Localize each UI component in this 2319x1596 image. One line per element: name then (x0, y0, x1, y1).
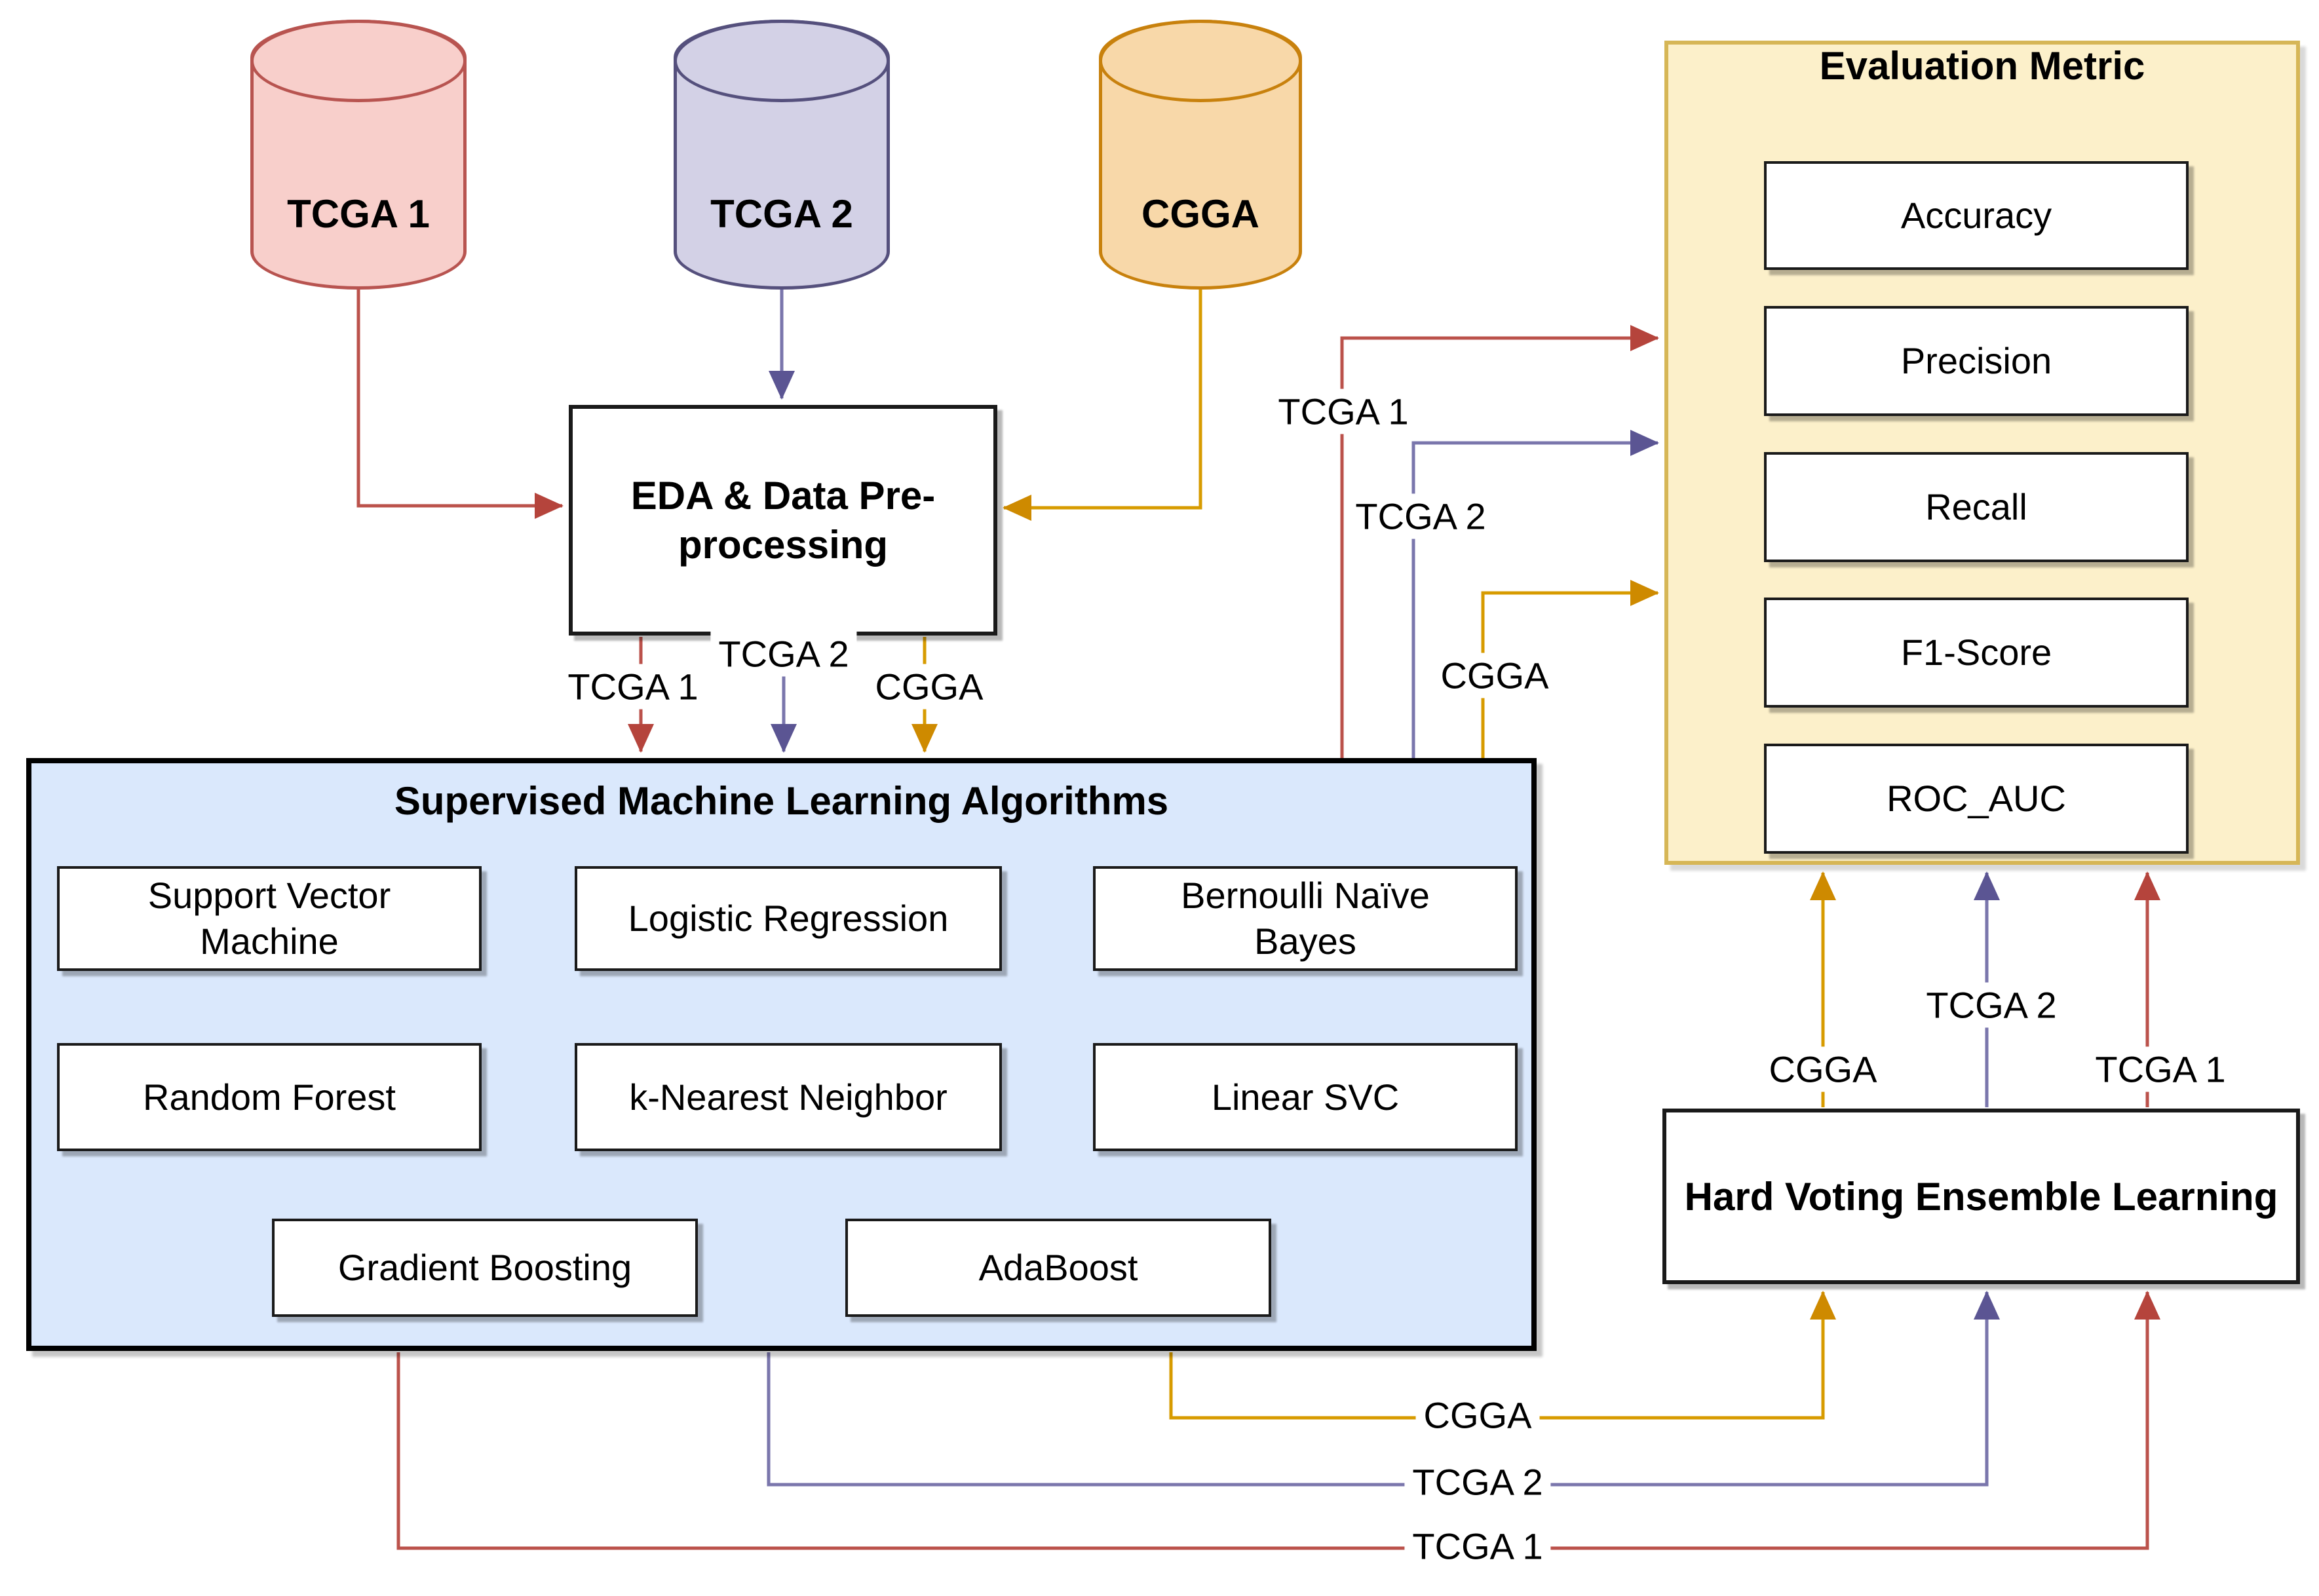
cylinder-top-ellipse-icon (250, 20, 467, 102)
algorithm-label: k-Nearest Neighbor (629, 1076, 948, 1118)
edge-cgga-to-eda (1003, 290, 1202, 521)
edge-label-smla-eval-tcga1: TCGA 1 (1270, 389, 1417, 434)
edge-label-smla-ensemble-cgga: CGGA (1415, 1392, 1540, 1438)
database-label-cgga: CGGA (1141, 192, 1259, 236)
supervised-ml-panel-title: Supervised Machine Learning Algorithms (394, 779, 1169, 823)
algorithm-box-gradient-boosting: Gradient Boosting (272, 1219, 698, 1317)
edge-smla-to-ensemble-tcga1 (396, 1291, 2160, 1550)
algorithm-label: AdaBoost (978, 1247, 1138, 1288)
algorithm-label: Gradient Boosting (337, 1247, 632, 1288)
metric-box-f1-score: F1-Score (1764, 598, 2189, 708)
algorithm-box-linear-svc: Linear SVC (1093, 1043, 1518, 1151)
algorithm-label: Random Forest (143, 1076, 396, 1118)
database-cgga: CGGA (1099, 20, 1302, 290)
metric-label: Accuracy (1900, 195, 2052, 236)
edge-label-eda-smla-tcga2: TCGA 2 (710, 631, 857, 677)
metric-box-accuracy: Accuracy (1764, 161, 2189, 270)
edge-label-ensemble-eval-tcga2: TCGA 2 (1918, 982, 2065, 1028)
database-tcga2: TCGA 2 (674, 20, 890, 290)
edge-smla-to-eval-tcga2 (1411, 430, 1659, 758)
edge-label-smla-ensemble-tcga2: TCGA 2 (1404, 1459, 1551, 1505)
algorithm-label: Logistic Regression (628, 898, 949, 939)
edge-smla-to-eval-cgga (1481, 580, 1659, 758)
edge-label-eda-smla-tcga1: TCGA 1 (560, 664, 706, 710)
algorithm-box-random-forest: Random Forest (57, 1043, 482, 1151)
edge-label-eda-smla-cgga: CGGA (867, 664, 991, 710)
algorithm-box-knn: k-Nearest Neighbor (575, 1043, 1002, 1151)
database-label-tcga1: TCGA 1 (287, 192, 430, 236)
edge-label-smla-eval-cgga: CGGA (1432, 653, 1557, 698)
database-tcga1: TCGA 1 (250, 20, 467, 290)
eda-preprocessing-label: EDA & Data Pre-processing (630, 474, 936, 567)
edge-label-ensemble-eval-tcga1: TCGA 1 (2087, 1046, 2234, 1092)
metric-box-roc-auc: ROC_AUC (1764, 744, 2189, 854)
metric-label: F1-Score (1900, 632, 2052, 673)
edge-label-smla-ensemble-tcga1: TCGA 1 (1404, 1523, 1551, 1569)
metric-box-recall: Recall (1764, 452, 2189, 562)
metric-label: ROC_AUC (1887, 778, 2066, 819)
cylinder-top-ellipse-icon (674, 20, 890, 102)
evaluation-metric-panel-title: Evaluation Metric (1819, 44, 2145, 88)
algorithm-box-logistic-regression: Logistic Regression (575, 866, 1002, 971)
hard-voting-ensemble-label: Hard Voting Ensemble Learning (1684, 1174, 2278, 1219)
edge-label-smla-eval-tcga2: TCGA 2 (1347, 493, 1494, 539)
eda-preprocessing-box: EDA & Data Pre-processing (569, 405, 997, 636)
metric-label: Precision (1900, 340, 2052, 381)
algorithm-box-bernoulli-naive-bayes: Bernoulli Naïve Bayes (1093, 866, 1518, 971)
algorithm-label: Bernoulli Naïve Bayes (1181, 875, 1430, 962)
algorithm-box-svm: Support Vector Machine (57, 866, 482, 971)
edge-smla-to-eval-tcga1 (1340, 325, 1659, 758)
metric-box-precision: Precision (1764, 306, 2189, 416)
metric-label: Recall (1925, 486, 2027, 527)
hard-voting-ensemble-box: Hard Voting Ensemble Learning (1662, 1109, 2300, 1284)
algorithm-box-adaboost: AdaBoost (845, 1219, 1271, 1317)
algorithm-label: Linear SVC (1211, 1076, 1400, 1118)
edge-label-ensemble-eval-cgga: CGGA (1761, 1046, 1885, 1092)
edge-smla-to-ensemble-tcga2 (767, 1291, 2000, 1487)
algorithm-label: Support Vector Machine (147, 875, 391, 962)
database-label-tcga2: TCGA 2 (710, 192, 853, 236)
edge-tcga1-to-eda (356, 290, 564, 519)
cylinder-top-ellipse-icon (1099, 20, 1302, 102)
